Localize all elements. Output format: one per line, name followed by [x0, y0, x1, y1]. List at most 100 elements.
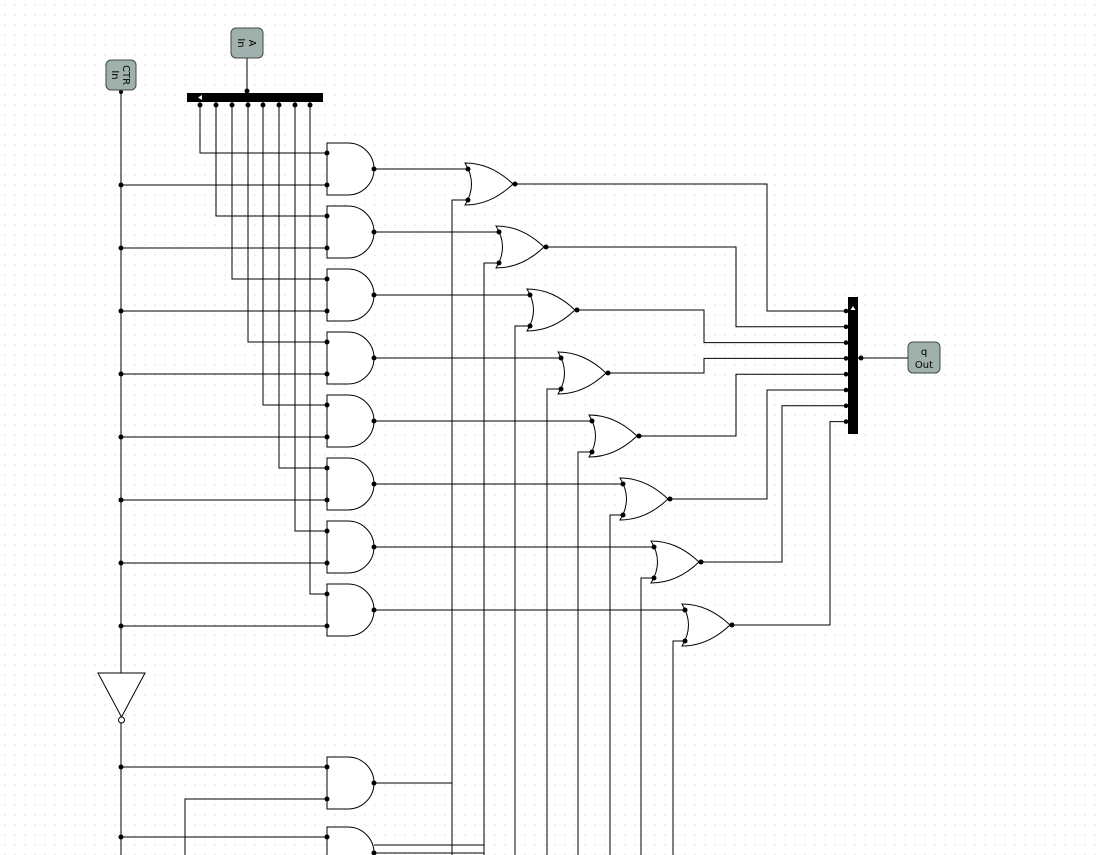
junction-dot: [620, 512, 626, 518]
riser-6-wire: [640, 577, 654, 855]
a-bit-1-wire: [215, 102, 327, 217]
or-gate-7[interactable]: [681, 603, 731, 647]
junction-dot: [324, 497, 330, 503]
a-bit-4-wire: [262, 102, 327, 406]
junction-dot: [371, 607, 377, 613]
junction-dots: [118, 88, 864, 855]
junction-dot: [682, 607, 688, 613]
lower-and-gate-0[interactable]: [326, 756, 375, 810]
junction-dot: [843, 403, 849, 409]
or-gate-1[interactable]: [495, 225, 545, 269]
or-out-0-wire: [515, 183, 848, 312]
and-gate-2[interactable]: [326, 268, 375, 322]
or-out-4-wire: [639, 373, 848, 437]
or-out-6-wire: [701, 405, 848, 563]
junction-dot: [118, 371, 124, 377]
junction-dot: [729, 622, 735, 628]
or-gate-2[interactable]: [526, 288, 576, 332]
or-out-7-wire: [732, 421, 848, 626]
and-gate-6[interactable]: [326, 520, 375, 574]
pin-ctr-in[interactable]: CTR In: [105, 59, 137, 91]
junction-dot: [620, 481, 626, 487]
not-gate[interactable]: [97, 672, 146, 724]
and-gate-4[interactable]: [326, 394, 375, 448]
junction-dot: [324, 182, 330, 188]
junction-dot: [324, 245, 330, 251]
junction-dot: [324, 764, 330, 770]
junction-dot: [636, 433, 642, 439]
junction-dot: [496, 229, 502, 235]
junction-dot: [858, 355, 864, 361]
and-gate-5[interactable]: [326, 457, 375, 511]
and-gate-7[interactable]: [326, 583, 375, 637]
junction-dot: [682, 638, 688, 644]
output-combiner[interactable]: [848, 297, 858, 434]
junction-dot: [843, 371, 849, 377]
pin-a-in[interactable]: A In: [230, 27, 264, 59]
pin-q-out[interactable]: q Out: [907, 341, 941, 374]
junction-dot: [558, 386, 564, 392]
junction-dot: [605, 370, 611, 376]
junction-dot: [843, 387, 849, 393]
or-out-3-wire: [608, 357, 848, 374]
or-out-2-wire: [577, 309, 848, 344]
riser-4-wire: [577, 451, 592, 855]
junction-dot: [324, 276, 330, 282]
or-gate-5[interactable]: [619, 477, 669, 521]
pin-a-name: A: [246, 40, 257, 47]
a-bit-3-wire: [247, 102, 327, 343]
junction-dot: [324, 560, 330, 566]
junction-dot: [371, 850, 377, 855]
junction-dot: [465, 166, 471, 172]
or-out-1-wire: [546, 246, 848, 328]
and-gate-0[interactable]: [326, 142, 375, 196]
junction-dot: [324, 150, 330, 156]
junction-dot: [651, 544, 657, 550]
combiner-arrow-icon: [850, 306, 856, 310]
junction-dot: [371, 780, 377, 786]
junction-dot: [843, 324, 849, 330]
junction-dot: [589, 418, 595, 424]
pin-q-name: q: [921, 347, 927, 358]
junction-dot: [118, 182, 124, 188]
junction-dot: [197, 102, 203, 108]
or-out-5-wire: [670, 389, 848, 500]
input-splitter[interactable]: [187, 93, 323, 102]
junction-dot: [324, 528, 330, 534]
junction-dot: [324, 213, 330, 219]
junction-dot: [667, 496, 673, 502]
junction-dot: [119, 90, 123, 94]
and-gate-3[interactable]: [326, 331, 375, 385]
junction-dot: [651, 575, 657, 581]
riser-3-wire: [546, 388, 561, 855]
junction-dot: [245, 102, 251, 108]
junction-dot: [276, 102, 282, 108]
riser-up-1-wire: [374, 263, 485, 846]
junction-dot: [465, 197, 471, 203]
junction-dot: [527, 323, 533, 329]
pin-ctr-name: CTR: [120, 65, 131, 85]
junction-dot: [244, 88, 250, 94]
junction-dot: [118, 623, 124, 629]
junction-dot: [324, 796, 330, 802]
gates: [326, 142, 731, 855]
or-gate-6[interactable]: [650, 540, 700, 584]
junction-dot: [118, 308, 124, 314]
junction-dot: [589, 449, 595, 455]
junction-dot: [843, 419, 849, 424]
lower-and-gate-1[interactable]: [326, 826, 375, 855]
or-gate-0[interactable]: [464, 162, 514, 206]
riser-2-wire: [514, 325, 530, 855]
and-gate-1[interactable]: [326, 205, 375, 259]
junction-dot: [324, 623, 330, 629]
junction-dot: [118, 245, 124, 251]
junction-dot: [527, 292, 533, 298]
or-gate-4[interactable]: [588, 414, 638, 458]
a-bit-6-wire: [294, 102, 327, 532]
junction-dot: [292, 102, 298, 108]
junction-dot: [307, 102, 313, 108]
or-gate-3[interactable]: [557, 351, 607, 395]
junction-dot: [843, 356, 849, 361]
